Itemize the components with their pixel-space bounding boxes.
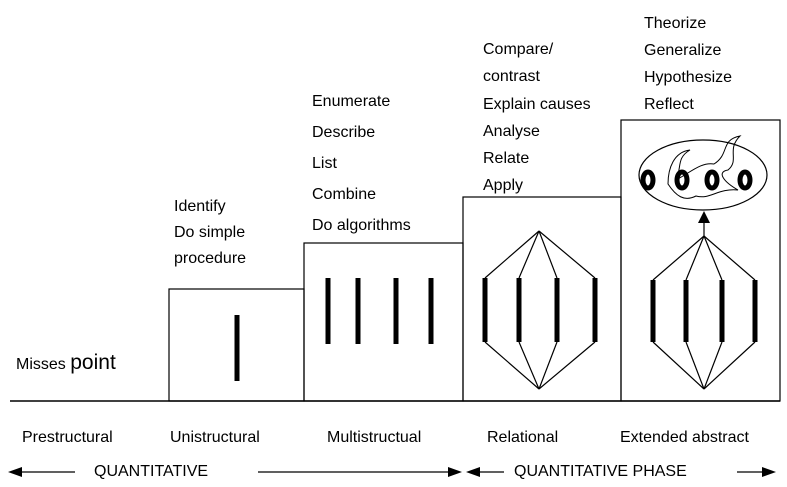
verb-item: Theorize	[644, 15, 707, 32]
extended-structure	[638, 135, 768, 390]
ext-link-top-4	[703, 235, 756, 281]
verb-item: contrast	[483, 68, 540, 85]
ext-link-top-2	[685, 235, 705, 281]
relational-structure	[482, 230, 598, 390]
ext-link-bot-3	[703, 341, 723, 390]
verb-item: Enumerate	[312, 93, 391, 110]
multistructural-bars	[325, 278, 434, 344]
ext-arrow-head	[698, 211, 710, 223]
ext-squiggle	[667, 135, 742, 199]
stage-label-prestructural: Prestructural	[22, 429, 113, 446]
stage-label-unistructural: Unistructural	[170, 429, 260, 446]
ext-ellipse	[638, 139, 768, 211]
verb-item: Compare/	[483, 41, 554, 58]
ring-1	[640, 169, 656, 191]
phase-right-arrowhead-right	[762, 467, 776, 477]
ext-link-bot-2	[685, 341, 705, 390]
verb-item: Reflect	[644, 96, 694, 113]
rel-link-bot-1	[484, 341, 540, 390]
verb-item: Describe	[312, 124, 376, 141]
phase-left-arrowhead-right	[448, 467, 462, 477]
stage-label-multistructural: Multistructual	[327, 429, 422, 446]
verb-item: Do simple	[174, 224, 246, 241]
verb-item: List	[312, 155, 337, 172]
rel-link-bot-2	[518, 341, 540, 390]
rel-link-bot-4	[538, 341, 596, 390]
verb-item: Relate	[483, 150, 530, 167]
phase-right-arrowhead-left	[466, 467, 480, 477]
ring-3	[704, 169, 720, 191]
misses-word: Misses	[16, 356, 66, 373]
verb-item: Combine	[312, 186, 377, 203]
verb-item: procedure	[174, 250, 247, 267]
verb-item: Explain causes	[483, 96, 591, 113]
extended-abstract-box	[620, 119, 781, 402]
verb-item: Identify	[174, 198, 226, 215]
stage-label-extended-abstract: Extended abstract	[620, 429, 749, 446]
ring-4	[737, 169, 753, 191]
rel-link-top-1	[484, 230, 540, 279]
ext-link-top-1	[652, 235, 705, 281]
point-word: point	[70, 351, 116, 374]
ext-link-bot-4	[703, 341, 756, 390]
phase-label-right: QUANTITATIVE PHASE	[514, 463, 687, 480]
rel-link-bot-3	[538, 341, 558, 390]
stage-label-relational: Relational	[487, 429, 559, 446]
verb-item: Generalize	[644, 42, 722, 59]
verb-item: Hypothesize	[644, 69, 733, 86]
ext-link-top-3	[703, 235, 723, 281]
rel-link-top-2	[518, 230, 540, 279]
phase-left-arrowhead-left	[8, 467, 22, 477]
phase-arrow-left	[8, 467, 462, 477]
verb-item: Do algorithms	[312, 217, 411, 234]
misses-point-label: Misses point	[16, 352, 116, 376]
rel-link-top-3	[538, 230, 558, 279]
rel-link-top-4	[538, 230, 596, 279]
verb-item: Apply	[483, 177, 524, 194]
ring-2	[674, 169, 690, 191]
phase-label-left: QUANTITATIVE	[94, 463, 209, 480]
phase-arrow-right	[466, 467, 776, 477]
verb-item: Analyse	[483, 123, 540, 140]
ext-link-bot-1	[652, 341, 705, 390]
